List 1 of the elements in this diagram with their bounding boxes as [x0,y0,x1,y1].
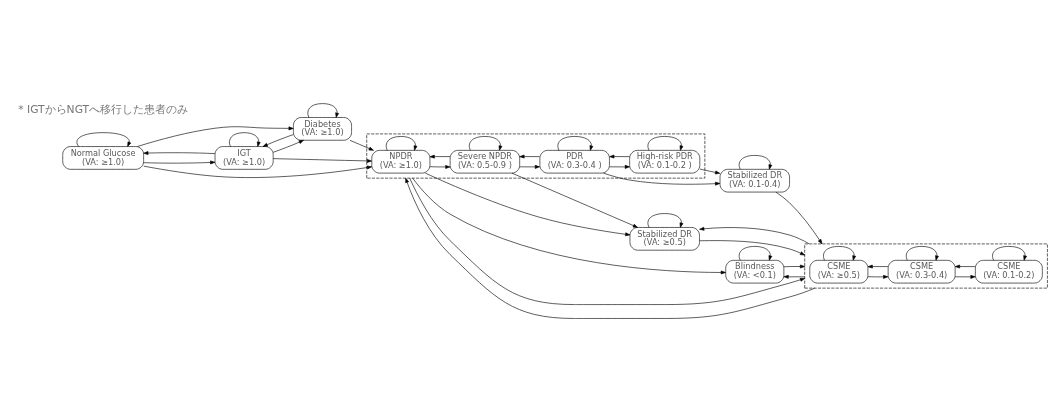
label: * IGTからNGTへ移行した患者のみ [18,102,189,115]
